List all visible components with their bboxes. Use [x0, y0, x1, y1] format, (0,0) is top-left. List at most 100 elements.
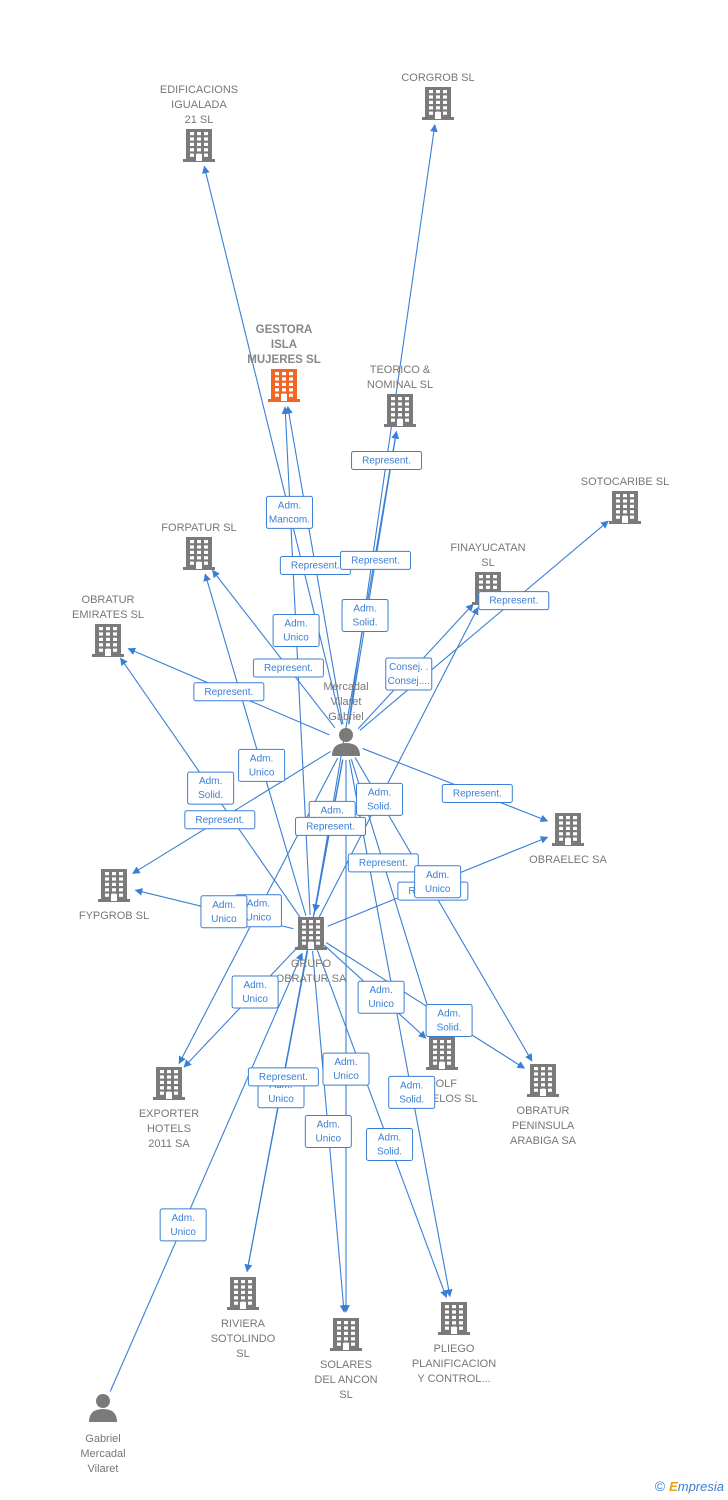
node-label: HOTELS [147, 1123, 191, 1135]
building-icon [384, 394, 416, 427]
edge-label-text: Adm. [334, 1057, 357, 1068]
edge-label[interactable]: Adm.Solid. [187, 771, 235, 805]
edge-label[interactable]: Represent. [347, 853, 419, 873]
edge-label[interactable]: Represent. [184, 810, 256, 830]
edge-label-text: Adm. [212, 900, 235, 911]
edge-label-text: Adm. [369, 985, 392, 996]
edge-label[interactable]: Adm.Solid. [341, 598, 389, 632]
node-label: Vilaret [331, 696, 362, 708]
node-label: FYPGROB SL [79, 910, 149, 922]
node-forpatur[interactable]: FORPATUR SL [161, 522, 237, 570]
node-label: TEORICO & [370, 364, 431, 376]
edge-label[interactable]: Adm.Mancom. [265, 495, 313, 529]
node-label: 2011 SA [148, 1138, 190, 1150]
edge-label[interactable]: Adm.Unico [159, 1208, 207, 1242]
node-label: EXPORTER [139, 1108, 199, 1120]
edge-label-text: Adm. [368, 787, 391, 798]
edge-label-text: Unico [268, 1094, 294, 1105]
edge-label[interactable]: Adm.Unico [304, 1115, 352, 1149]
edge-mercadal_main-to-forpatur [212, 569, 336, 729]
node-label: EDIFICACIONS [160, 84, 238, 96]
edge-grupo_obratur-to-obratur_peninsula [325, 942, 526, 1069]
edge-label[interactable]: Represent. [441, 783, 513, 803]
edge-label-text: Adm. [250, 753, 273, 764]
building-icon [438, 1302, 470, 1335]
edge-label-text: Represent. [453, 788, 502, 799]
edge-label-text: Adm. [284, 619, 307, 630]
edge-label-text: Consej. . [389, 662, 428, 673]
building-icon [527, 1064, 559, 1097]
node-label: PLIEGO [434, 1343, 475, 1355]
edge-label[interactable]: Represent. [279, 555, 351, 575]
edge-grupo_obratur-to-finayucatan [318, 606, 479, 918]
edge-label-text: Adm. [243, 980, 266, 991]
building-icon [295, 917, 327, 950]
edge-label[interactable]: Represent. [247, 1067, 319, 1087]
edge-label[interactable]: Represent. [340, 550, 412, 570]
edge-label[interactable]: Adm.Solid. [356, 782, 404, 816]
edge-label[interactable]: Represent. [295, 816, 367, 836]
edge-label[interactable]: Represent. [351, 450, 423, 470]
edge-label[interactable]: Adm.Solid. [366, 1127, 414, 1161]
edge-label[interactable]: Adm.Unico [238, 748, 286, 782]
node-corgrob[interactable]: CORGROB SL [401, 72, 475, 120]
edge-label-text: Solid. [198, 790, 223, 801]
edge-label-text: Adm. [247, 899, 270, 910]
edge-label-text: Unico [246, 913, 272, 924]
edge-grupo_obratur-to-pliego [316, 949, 448, 1299]
copyright-symbol: © [654, 1478, 666, 1494]
edge-label-text: Represent. [359, 858, 408, 869]
node-label: Gabriel [328, 711, 363, 723]
edge-label[interactable]: Adm.Unico [322, 1052, 370, 1086]
building-icon [153, 1067, 185, 1100]
edge-label[interactable]: Represent. [478, 591, 550, 611]
edge-label-text: Adm. [321, 805, 344, 816]
node-obraelec[interactable]: OBRAELEC SA [529, 813, 607, 866]
node-label: SL [339, 1389, 352, 1401]
edge-label-text: Represent. [291, 560, 340, 571]
edge-label[interactable]: Represent. [252, 658, 324, 678]
edge-label[interactable]: Adm.Unico [231, 975, 279, 1009]
edge-label-text: Solid. [353, 617, 378, 628]
edge-label-text: Unico [283, 633, 309, 644]
edge-mercadal_main-to-pliego [348, 759, 453, 1298]
edge-labels-layer: Adm.Mancom.Represent.Represent.Represent… [159, 450, 550, 1242]
edge-label[interactable]: Adm.Unico [200, 895, 248, 929]
building-icon [92, 624, 124, 657]
building-icon [426, 1037, 458, 1070]
edge-label[interactable]: Consej. .Consej.... [385, 657, 433, 691]
building-icon [227, 1277, 259, 1310]
node-fypgrob[interactable]: FYPGROB SL [79, 869, 149, 922]
edge-label[interactable]: Adm.Solid. [425, 1004, 473, 1038]
node-exporter[interactable]: EXPORTER HOTELS 2011 SA [139, 1067, 199, 1150]
edge-label-text: Unico [425, 884, 451, 895]
node-label: OBRATUR [82, 594, 135, 606]
edge-label[interactable]: Adm.Solid. [388, 1075, 436, 1109]
person-icon [89, 1394, 117, 1422]
node-teorico[interactable]: TEORICO &NOMINAL SL [367, 364, 433, 427]
edge-label[interactable]: Adm. Unico [414, 865, 462, 899]
edge-gabriel_mercadal-to-grupo_obratur [109, 952, 303, 1392]
edge-label-text: Solid. [377, 1146, 402, 1157]
edge-label[interactable]: Adm. Unico [272, 614, 320, 648]
edge-label[interactable]: Adm.Unico [357, 980, 405, 1014]
edge-label-text: Adm. [426, 870, 449, 881]
node-sotocaribe[interactable]: SOTOCARIBE SL [581, 476, 669, 524]
edge-label-text: Unico [170, 1227, 196, 1238]
footer-brand[interactable]: ©Empresia [655, 1478, 724, 1494]
edge-label-text: Solid. [399, 1094, 424, 1105]
edge-label[interactable]: Represent. [193, 682, 265, 702]
